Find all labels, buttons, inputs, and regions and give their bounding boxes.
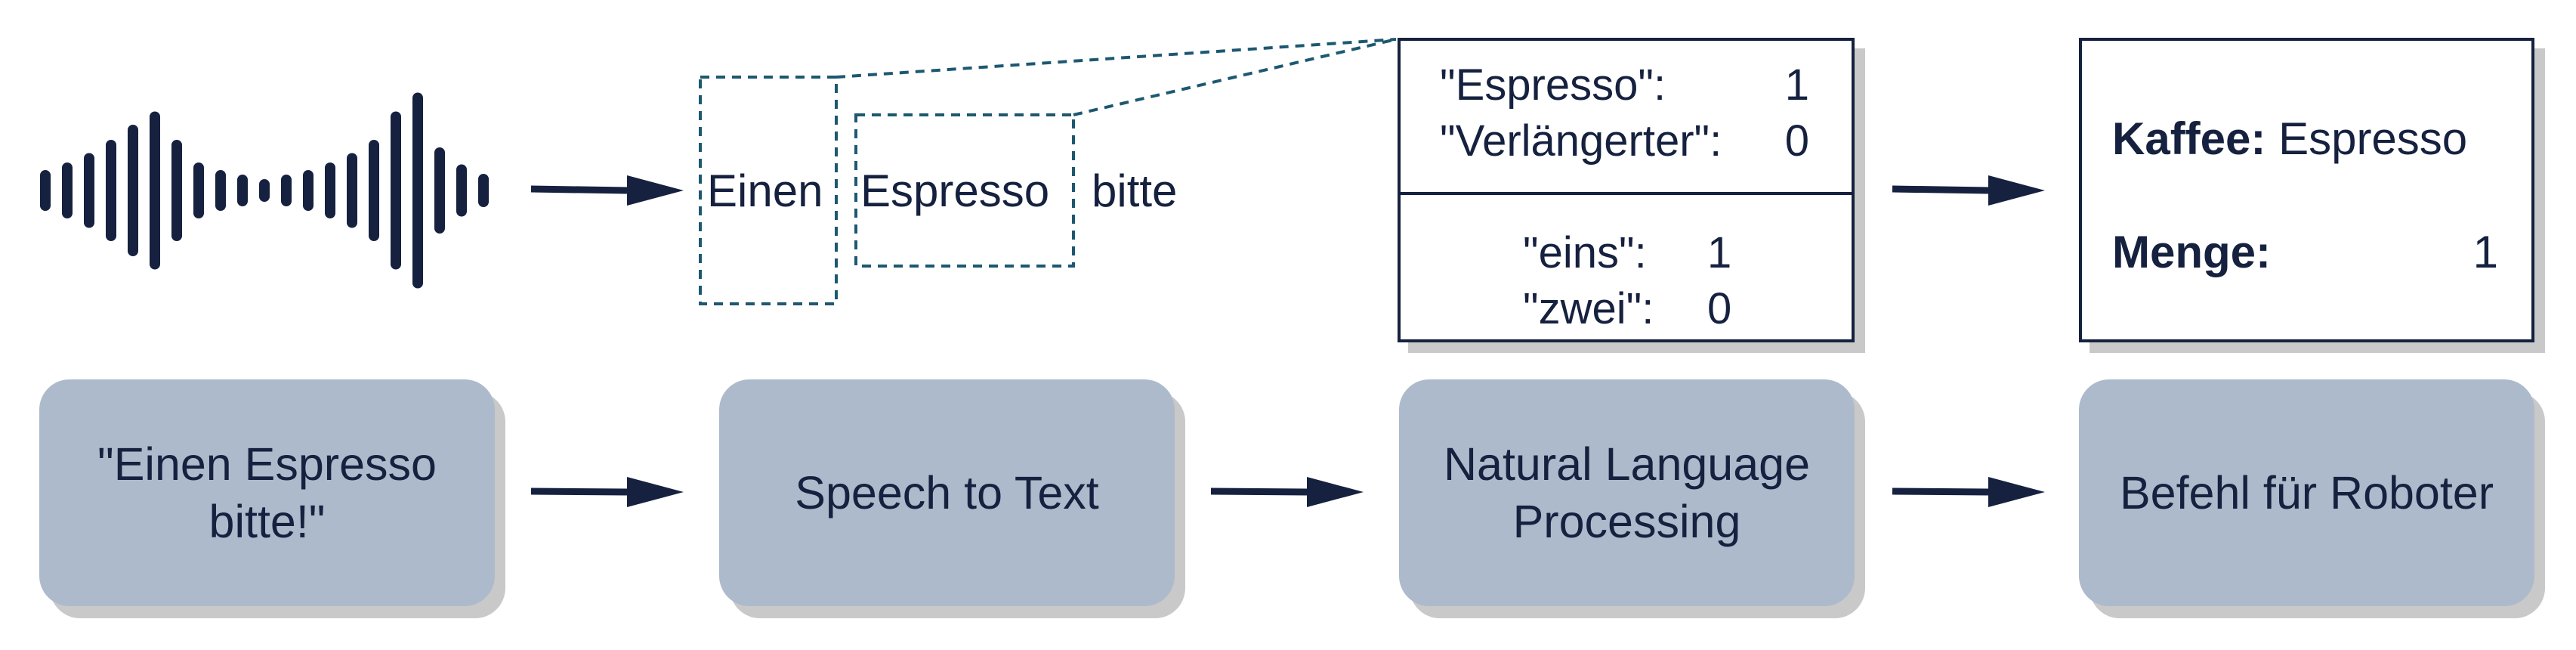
arrow-waveform-to-text <box>530 175 684 206</box>
arrow-stage2-to-stage3 <box>1210 477 1364 507</box>
command-key: Menge: <box>2112 227 2271 277</box>
score-key: "Espresso": <box>1440 60 1666 110</box>
arrow-stage1-to-stage2 <box>530 477 684 507</box>
zoom-line-bottom <box>1073 38 1397 116</box>
command-value: Espresso <box>2278 113 2468 164</box>
token-box-espresso <box>854 113 1075 268</box>
token-highlights <box>699 38 1397 305</box>
score-value: 0 <box>1707 284 1732 333</box>
command-value: 1 <box>2473 227 2498 277</box>
arrow-scores-to-command <box>1892 175 2045 206</box>
stage-speech-to-text: Speech to Text <box>719 379 1175 606</box>
score-row: "Verlängerter": <box>1440 113 1722 169</box>
score-value: 1 <box>1707 228 1732 277</box>
score-key: "eins": <box>1523 228 1647 277</box>
command-row-quantity: Menge: 1 <box>2112 230 2498 275</box>
arrows <box>530 175 2045 507</box>
stage-spoken-input: "Einen Espresso bitte!" <box>39 379 495 606</box>
stage-robot-command: Befehl für Roboter <box>2079 379 2534 606</box>
stage-natural-language-processing: Natural Language Processing <box>1399 379 1855 606</box>
score-row: "zwei": <box>1523 281 1654 337</box>
token-box-einen <box>699 76 838 305</box>
arrow-stage3-to-stage4 <box>1892 477 2045 507</box>
audio-waveform-icon <box>40 92 489 289</box>
score-key: "zwei": <box>1523 284 1654 333</box>
command-key: Kaffee: <box>2112 113 2266 164</box>
score-key: "Verlängerter": <box>1440 116 1722 166</box>
nlp-scores-box: "Espresso": 1 "Verlängerter": 0 "eins": … <box>1398 38 1855 342</box>
transcript-word-bitte: bitte <box>1092 166 1178 216</box>
command-row-coffee: Kaffee: Espresso <box>2112 116 2498 162</box>
zoom-line-top <box>836 38 1397 79</box>
coffee-scores-section: "Espresso": 1 "Verlängerter": 0 <box>1401 41 1852 195</box>
score-row: "Espresso": <box>1440 57 1666 113</box>
transcript-word-einen: Einen <box>707 166 823 216</box>
score-row: "eins": <box>1523 225 1647 281</box>
transcript-word-espresso: Espresso <box>860 166 1050 216</box>
robot-command-box: Kaffee: Espresso Menge: 1 <box>2079 38 2534 342</box>
score-value: 0 <box>1784 116 1809 166</box>
score-value: 1 <box>1784 60 1809 110</box>
